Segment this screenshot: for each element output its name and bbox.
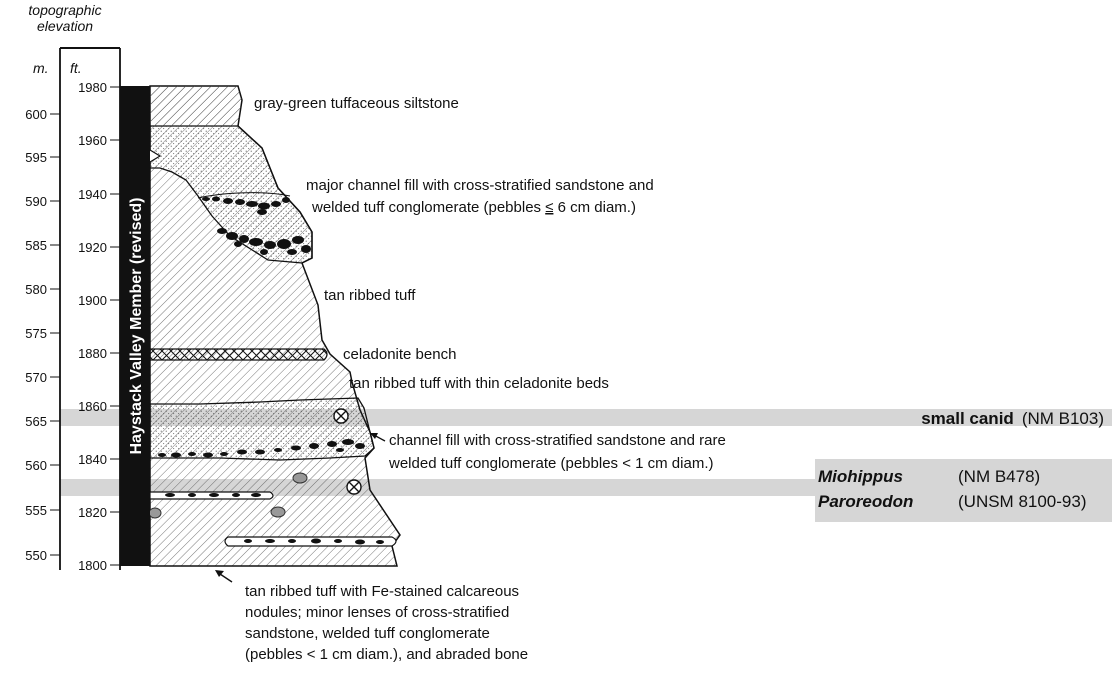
meter-tick-label: 565 xyxy=(25,414,47,429)
paroreodon-fossil-name: Paroreodon xyxy=(818,492,913,511)
foot-tick-label: 1980 xyxy=(78,80,107,95)
meter-tick-label: 560 xyxy=(25,458,47,473)
foot-tick-label: 1920 xyxy=(78,240,107,255)
foot-tick-label: 1900 xyxy=(78,293,107,308)
notch xyxy=(149,149,162,163)
lens-upper-pebbles xyxy=(165,493,261,497)
unit-base-line4: (pebbles < 1 cm diam.), and abraded bone xyxy=(245,646,528,663)
unit-major-channel-line1: major channel fill with cross-stratified… xyxy=(306,177,654,194)
meter-tick: 565 xyxy=(25,414,60,429)
siltstone-cap xyxy=(150,86,242,126)
miohippus-paroreodon-level-band xyxy=(60,459,1112,522)
foot-tick: 1880 xyxy=(78,346,120,361)
meter-tick-label: 585 xyxy=(25,238,47,253)
arrow-icon xyxy=(215,570,233,583)
meter-tick: 575 xyxy=(25,326,60,341)
canid-fossil-label: small canid(NM B103) xyxy=(921,409,1104,428)
meter-tick-label: 590 xyxy=(25,194,47,209)
meter-ticks: 600 595 590 585 580 575 570 565 560 555 … xyxy=(25,107,60,563)
meter-tick-label: 575 xyxy=(25,326,47,341)
foot-tick: 1820 xyxy=(78,505,120,520)
member-label: Haystack Valley Member (revised) xyxy=(128,197,145,454)
meters-unit-label: m. xyxy=(33,60,49,76)
meter-tick-label: 600 xyxy=(25,107,47,122)
foot-tick: 1960 xyxy=(78,133,120,148)
meter-tick: 580 xyxy=(25,282,60,297)
fossil-locality-icon xyxy=(346,479,362,495)
meter-tick: 550 xyxy=(25,548,60,563)
meter-tick: 560 xyxy=(25,458,60,473)
foot-tick-label: 1820 xyxy=(78,505,107,520)
meter-tick: 555 xyxy=(25,503,60,518)
unit-siltstone-label: gray-green tuffaceous siltstone xyxy=(254,95,459,112)
foot-tick-label: 1800 xyxy=(78,558,107,573)
meter-tick-label: 580 xyxy=(25,282,47,297)
fossil-locality-icon xyxy=(333,408,349,424)
meter-tick: 590 xyxy=(25,194,60,209)
unit-channel-line2: welded tuff conglomerate (pebbles < 1 cm… xyxy=(388,455,713,472)
foot-tick-label: 1940 xyxy=(78,187,107,202)
unit-ribbed-tuff-label: tan ribbed tuff xyxy=(324,287,416,304)
foot-tick-label: 1960 xyxy=(78,133,107,148)
unit-major-channel-line2: welded tuff conglomerate (pebbles ≤ 6 cm… xyxy=(311,199,636,216)
foot-tick: 1920 xyxy=(78,240,120,255)
miohippus-fossil-name: Miohippus xyxy=(818,467,903,486)
unit-celadonite-label: celadonite bench xyxy=(343,346,456,363)
foot-tick-label: 1860 xyxy=(78,399,107,414)
unit-channel-line1: channel fill with cross-stratified sands… xyxy=(389,432,726,449)
axis-header-line1: topographic xyxy=(28,2,101,18)
unit-ribbed-thin-label: tan ribbed tuff with thin celadonite bed… xyxy=(349,375,609,392)
arrow-icon xyxy=(370,433,386,442)
foot-tick: 1800 xyxy=(78,558,120,573)
calcareous-nodules xyxy=(148,472,308,519)
lens-lower-pebbles xyxy=(244,538,384,545)
lens-boundary xyxy=(197,192,291,199)
member-bar xyxy=(120,86,150,566)
foot-tick: 1860 xyxy=(78,399,120,414)
meter-tick: 600 xyxy=(25,107,60,122)
feet-unit-label: ft. xyxy=(70,60,82,76)
meter-tick-label: 550 xyxy=(25,548,47,563)
foot-tick: 1940 xyxy=(78,187,120,202)
foot-tick: 1980 xyxy=(78,80,120,95)
foot-tick-label: 1880 xyxy=(78,346,107,361)
foot-tick: 1840 xyxy=(78,452,120,467)
foot-ticks: 1980 1960 1940 1920 1900 1880 1860 1840 … xyxy=(78,80,120,573)
miohippus-fossil-spec: (NM B478) xyxy=(958,467,1040,486)
channel-pebbles xyxy=(158,439,365,458)
meter-tick-label: 555 xyxy=(25,503,47,518)
meter-tick-label: 570 xyxy=(25,370,47,385)
meter-tick: 570 xyxy=(25,370,60,385)
major-channel-pebbles xyxy=(202,196,311,255)
unit-base-line1: tan ribbed tuff with Fe-stained calcareo… xyxy=(245,583,519,600)
meter-tick: 585 xyxy=(25,238,60,253)
foot-tick: 1900 xyxy=(78,293,120,308)
meter-tick: 595 xyxy=(25,150,60,165)
channel-fill-sandstone xyxy=(149,125,313,264)
unit-base-line2: nodules; minor lenses of cross-stratifie… xyxy=(245,604,509,621)
axis-header-line2: elevation xyxy=(37,18,93,34)
unit-base-line3: sandstone, welded tuff conglomerate xyxy=(245,625,490,642)
paroreodon-fossil-spec: (UNSM 8100-93) xyxy=(958,492,1087,511)
meter-tick-label: 595 xyxy=(25,150,47,165)
celadonite-bench xyxy=(149,348,328,361)
foot-tick-label: 1840 xyxy=(78,452,107,467)
